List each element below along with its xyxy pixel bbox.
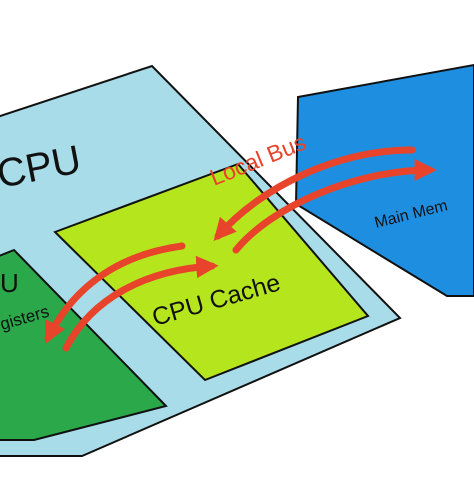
- bus-arrow-to-cache: [213, 146, 416, 242]
- registers-arrow-to-cache: [62, 255, 219, 352]
- registers-box: [0, 248, 168, 441]
- bus-arrow-to-memory: [232, 158, 437, 254]
- main-memory-box: [294, 63, 474, 297]
- cache-arrow-to-registers: [44, 242, 186, 345]
- registers-title: U: [0, 268, 19, 298]
